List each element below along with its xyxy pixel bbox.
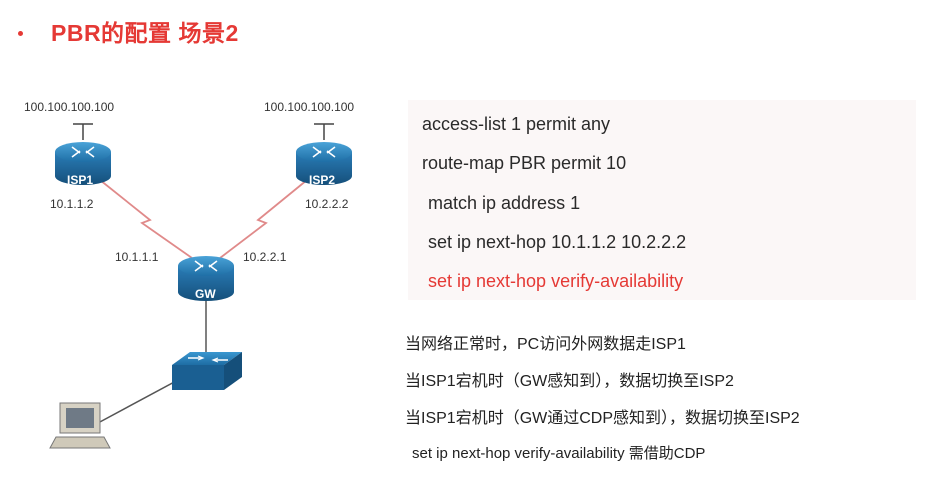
config-line: access-list 1 permit any <box>422 114 611 134</box>
gw-left-ip: 10.1.1.1 <box>115 250 159 264</box>
slide-title-row: PBR的配置 场景2 <box>18 14 239 48</box>
pc-icon <box>49 402 111 449</box>
isp2-uplink-stub <box>314 123 334 140</box>
config-line-highlight: set ip next-hop verify-availability <box>428 271 684 291</box>
isp2-link-ip: 10.2.2.2 <box>305 197 349 211</box>
isp2-uplink-ip: 100.100.100.100 <box>264 100 355 114</box>
isp2-router-icon <box>296 142 352 185</box>
config-line: match ip address 1 <box>428 193 581 213</box>
isp1-uplink-ip: 100.100.100.100 <box>24 100 115 114</box>
note-line: 当ISP1宕机时（GW感知到），数据切换至ISP2 <box>405 373 734 390</box>
config-line: set ip next-hop 10.1.1.2 10.2.2.2 <box>428 232 687 252</box>
note-line: 当ISP1宕机时（GW通过CDP感知到），数据切换至ISP2 <box>405 410 800 427</box>
gw-right-ip: 10.2.2.1 <box>243 250 287 264</box>
serial-link-isp2-gw <box>219 179 308 259</box>
note-line: 当网络正常时，PC访问外网数据走ISP1 <box>405 336 686 353</box>
slide-title: PBR的配置 场景2 <box>51 20 239 46</box>
isp1-router-icon <box>55 142 111 185</box>
topology-svg <box>49 123 352 449</box>
ethernet-link-switch-pc <box>97 379 179 424</box>
isp1-uplink-stub <box>73 123 93 140</box>
network-diagram: 100.100.100.100 100.100.100.100 ISP1 ISP… <box>0 80 400 477</box>
serial-link-isp1-gw <box>99 179 193 259</box>
config-box: access-list 1 permit any route-map PBR p… <box>408 100 916 300</box>
bullet-icon <box>18 30 23 36</box>
switch-icon <box>172 352 242 390</box>
isp1-router-label: ISP1 <box>67 173 94 187</box>
note-line: set ip next-hop verify-availability 需借助C… <box>412 445 706 462</box>
isp2-router-label: ISP2 <box>309 173 336 187</box>
isp1-link-ip: 10.1.1.2 <box>50 197 94 211</box>
gw-router-icon <box>178 256 234 301</box>
gw-router-label: GW <box>195 287 216 301</box>
config-line: route-map PBR permit 10 <box>422 153 627 173</box>
